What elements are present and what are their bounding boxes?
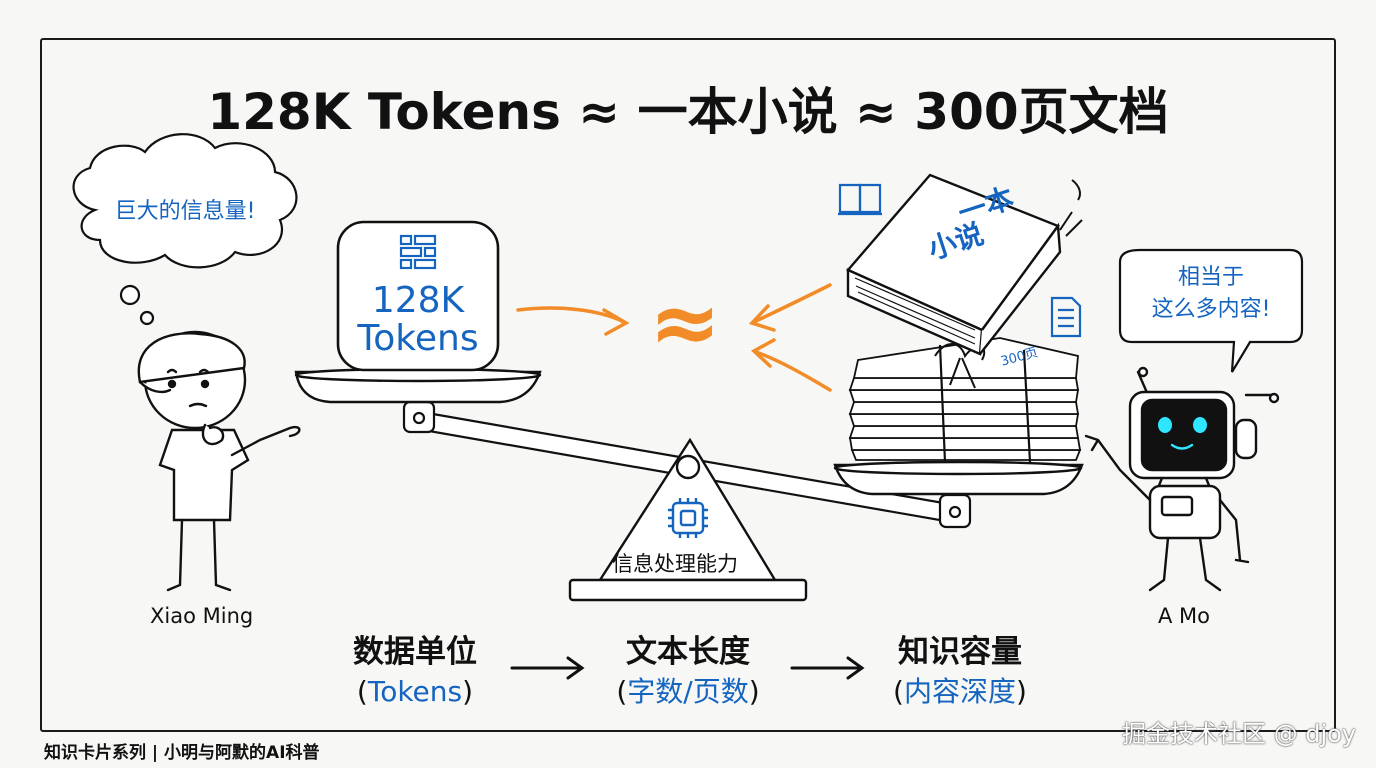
- flow-step-3: 知识容量 (内容深度): [850, 632, 1070, 712]
- left-pan: [294, 367, 542, 404]
- flow-step-2-main: 文本长度: [626, 634, 750, 670]
- approx-symbol: ≈: [648, 273, 722, 373]
- speech-line-2: 这么多内容!: [1151, 297, 1271, 322]
- flow-step-3-main: 知识容量: [898, 634, 1022, 670]
- page-title: 128K Tokens ≈ 一本小说 ≈ 300页文档: [207, 83, 1169, 141]
- token-box-line-2: Tokens: [357, 318, 479, 359]
- right-character-name: A Mo: [1158, 604, 1211, 628]
- flow-step-1-inner: Tokens: [367, 675, 463, 708]
- right-pan: [833, 460, 1084, 496]
- flow-step-1-open: (: [356, 675, 368, 708]
- orange-arrows: [516, 283, 832, 392]
- book-icon-large: [846, 173, 1083, 356]
- flow-step-2-inner: 字数/页数: [627, 675, 749, 708]
- flow-step-3-close: ): [1016, 675, 1027, 708]
- speech-line-1: 相当于: [1177, 265, 1244, 290]
- flow-step-3-open: (: [893, 675, 904, 708]
- token-box-line-1: 128K: [371, 280, 465, 321]
- robot-character: [1084, 366, 1280, 592]
- flow-step-2-open: (: [616, 675, 628, 708]
- flow-step-1: 数据单位 (Tokens): [305, 632, 525, 712]
- paper-stack: [848, 337, 1082, 463]
- flow-step-1-main: 数据单位: [353, 634, 477, 670]
- grid-icon: [399, 234, 437, 270]
- flow-step-2-close: ): [748, 675, 760, 708]
- left-character-name: Xiao Ming: [150, 604, 254, 628]
- book-icon: [838, 183, 882, 216]
- thought-text: 巨大的信息量!: [114, 199, 256, 224]
- token-box: [336, 220, 500, 372]
- flow-step-2: 文本长度 (字数/页数): [578, 632, 798, 712]
- card-frame: [40, 38, 1336, 732]
- fulcrum-label: 信息处理能力: [612, 552, 738, 576]
- speech-bubble-icon: [1118, 248, 1304, 373]
- chip-icon: [668, 498, 708, 538]
- flow-arrows: [510, 656, 865, 680]
- thought-cloud-icon: [72, 133, 298, 326]
- flow-step-3-inner: 内容深度: [903, 675, 1016, 708]
- footer-series-label: 知识卡片系列 | 小明与阿默的AI科普: [44, 743, 320, 763]
- student-character: [137, 330, 301, 592]
- watermark: 掘金技术社区 @ djoy: [1121, 720, 1356, 748]
- flow-step-1-close: ): [462, 675, 474, 708]
- document-icon: [1050, 296, 1082, 338]
